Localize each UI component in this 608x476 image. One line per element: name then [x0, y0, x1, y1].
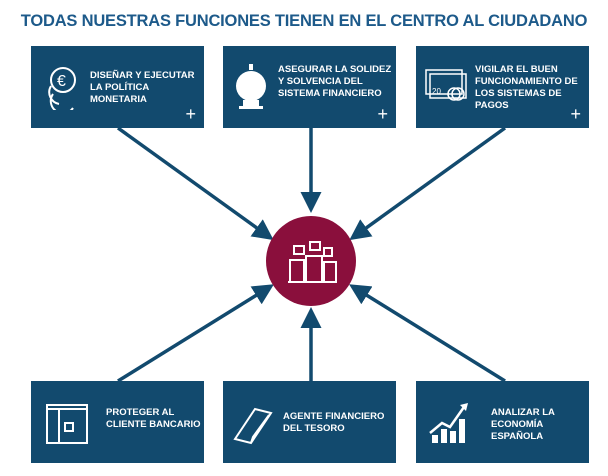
- function-label: ASEGURAR LA SOLIDEZ Y SOLVENCIA DEL SIST…: [278, 64, 392, 99]
- arrow-6: [349, 284, 506, 383]
- euro-coins-icon: €: [48, 67, 76, 110]
- banknotes-coins-icon: 20: [425, 69, 467, 101]
- arrow-3: [349, 126, 507, 241]
- gold-bar-icon: [233, 407, 273, 445]
- function-box-financial-stability[interactable]: ASEGURAR LA SOLIDEZ Y SOLVENCIA DEL SIST…: [223, 46, 396, 128]
- function-label: AGENTE FINANCIERO DEL TESORO: [283, 411, 385, 434]
- citizens-icon: [288, 241, 337, 283]
- citizen-center: [266, 216, 356, 306]
- expand-plus-icon[interactable]: +: [377, 104, 388, 124]
- function-label: VIGILAR EL BUEN FUNCIONAMIENTO DE LOS SI…: [475, 64, 578, 111]
- function-box-payment-systems[interactable]: 20 VIGILAR EL BUEN FUNCIONAMIENTO DE LOS…: [416, 46, 589, 128]
- growth-chart-icon: [429, 403, 468, 443]
- function-box-analyze-economy[interactable]: ANALIZAR LA ECONOMÍA ESPAÑOLA: [416, 381, 589, 463]
- function-label: PROTEGER AL CLIENTE BANCARIO: [106, 407, 201, 430]
- svg-text:20: 20: [432, 87, 441, 96]
- svg-text:€: €: [57, 73, 66, 90]
- piggy-bank-icon: [236, 64, 266, 109]
- diagram-title: TODAS NUESTRAS FUNCIONES TIENEN EN EL CE…: [20, 12, 588, 30]
- function-box-protect-customer[interactable]: PROTEGER AL CLIENTE BANCARIO: [31, 381, 204, 463]
- arrow-1: [116, 126, 274, 241]
- function-box-treasury-agent[interactable]: AGENTE FINANCIERO DEL TESORO: [223, 381, 396, 463]
- expand-plus-icon[interactable]: +: [570, 104, 581, 124]
- arrow-4: [117, 284, 274, 383]
- function-box-monetary-policy[interactable]: € DISEÑAR Y EJECUTAR LA POLÍTICA MONETAR…: [31, 46, 204, 128]
- bank-office-icon: [46, 404, 88, 444]
- function-label: ANALIZAR LA ECONOMÍA ESPAÑOLA: [491, 407, 555, 442]
- function-label: DISEÑAR Y EJECUTAR LA POLÍTICA MONETARIA: [90, 70, 195, 105]
- expand-plus-icon[interactable]: +: [185, 104, 196, 124]
